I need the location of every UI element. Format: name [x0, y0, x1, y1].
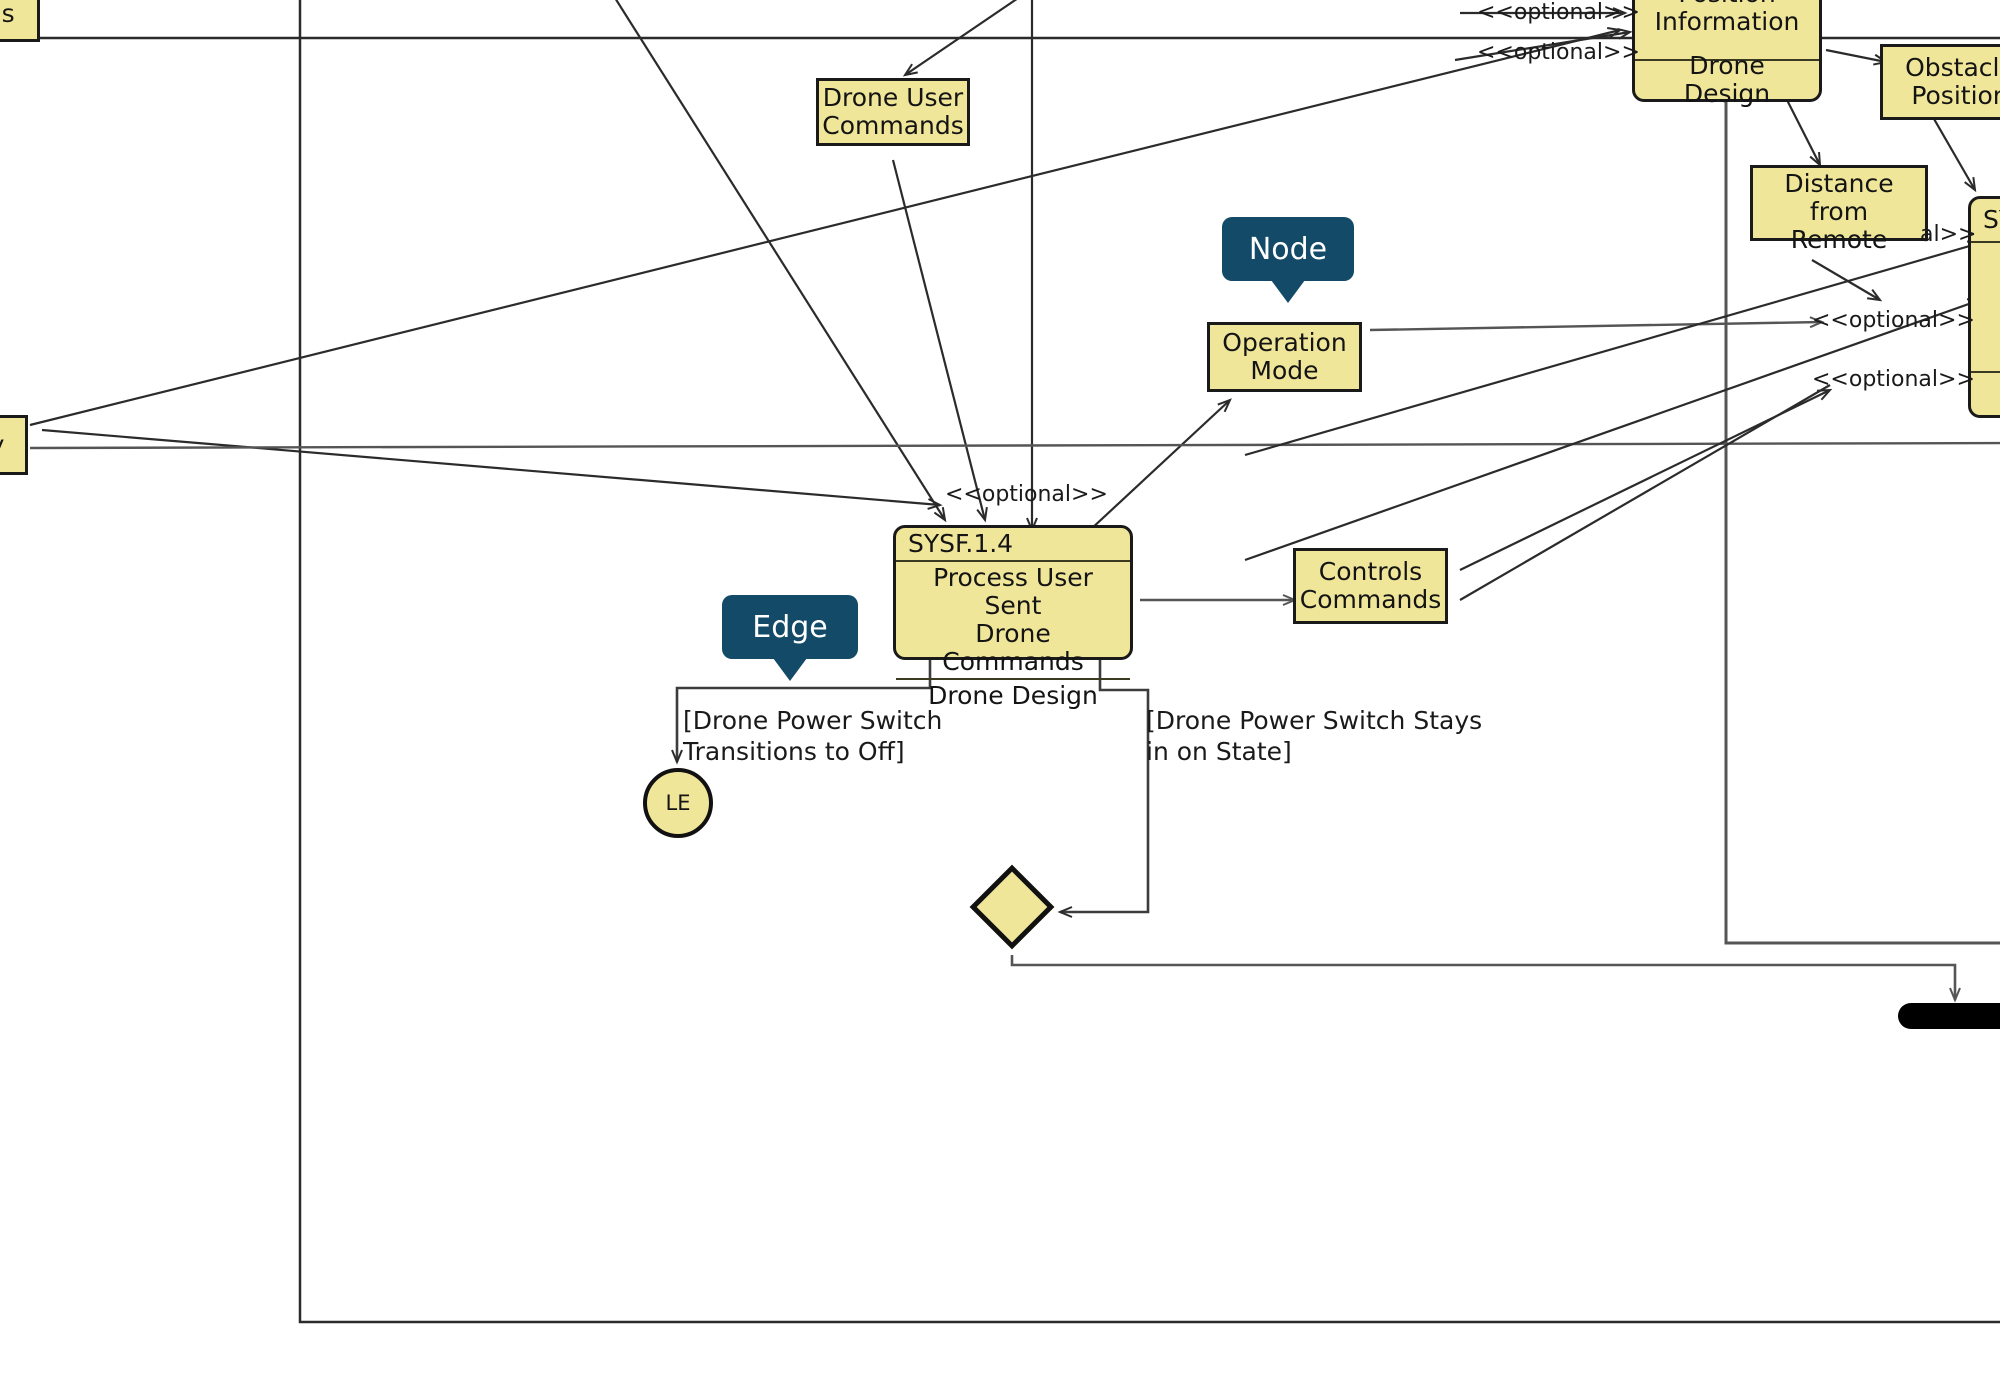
edge-label-optional-right-1: <<optional>>	[1812, 308, 1975, 333]
guard-label-power-on: [Drone Power Switch Stays in on State]	[1146, 706, 1483, 766]
callout-edge[interactable]: Edge	[722, 595, 858, 681]
callout-label: Edge	[752, 609, 828, 645]
node-owner-label: D	[1971, 371, 2000, 415]
edge-label-optional-right-clipped: al>>	[1920, 222, 1977, 247]
node-label: y	[0, 418, 25, 472]
action-node-sysf-1-4[interactable]: SYSF.1.4 Process User Sent Drone Command…	[893, 525, 1133, 710]
final-node-label: LE	[665, 791, 691, 815]
node-owner-label: Drone Design	[1635, 52, 1819, 108]
object-node-clipped-left-top[interactable]: als	[0, 0, 40, 42]
callout-node[interactable]: Node	[1222, 217, 1354, 303]
object-node-distance-from-remote[interactable]: Distance from Remote	[1750, 165, 1928, 254]
callout-label: Node	[1248, 231, 1328, 267]
fork-join-bar[interactable]	[1898, 1003, 2000, 1029]
object-node-clipped-left-mid[interactable]: y	[0, 415, 28, 475]
optional-in-edges	[1244, 7, 1983, 562]
node-label: Obstacle Position	[1905, 53, 2000, 110]
action-node-position-information[interactable]: Position Information Drone Design	[1632, 0, 1822, 108]
edge-label-optional-center: <<optional>>	[945, 482, 1108, 507]
object-node-controls-commands[interactable]: Controls Commands	[1293, 548, 1448, 624]
object-node-operation-mode[interactable]: Operation Mode	[1207, 322, 1362, 392]
inner-frame-right	[1724, 0, 2000, 945]
merge-node[interactable]	[969, 864, 1055, 950]
node-label: als	[0, 0, 15, 28]
edge-label-optional-right-2: <<optional>>	[1812, 367, 1975, 392]
node-label: Drone User Commands	[822, 83, 964, 140]
flow-merge-to-fork	[1010, 955, 1961, 1003]
action-name-label: Process User Sent Drone Commands	[933, 563, 1093, 676]
edge-label-optional-top-1: <<optional>>	[1477, 0, 1640, 25]
action-id-label: SYSF.1.4	[896, 528, 1130, 562]
guard-label-power-off: [Drone Power Switch Transitions to Off]	[683, 706, 943, 766]
node-label: Distance from Remote	[1784, 169, 1894, 254]
node-label: Operation Mode	[1222, 328, 1347, 385]
node-label: Controls Commands	[1299, 557, 1442, 614]
object-node-obstacle-position[interactable]: Obstacle Position	[1880, 44, 2000, 120]
controls-commands-out	[1459, 198, 1923, 601]
activity-final-node-le[interactable]: LE	[643, 768, 713, 838]
edge-label-optional-top-2: <<optional>>	[1477, 40, 1640, 65]
object-node-drone-user-commands[interactable]: Drone User Commands	[816, 78, 970, 146]
node-name-label: I	[1971, 243, 2000, 371]
